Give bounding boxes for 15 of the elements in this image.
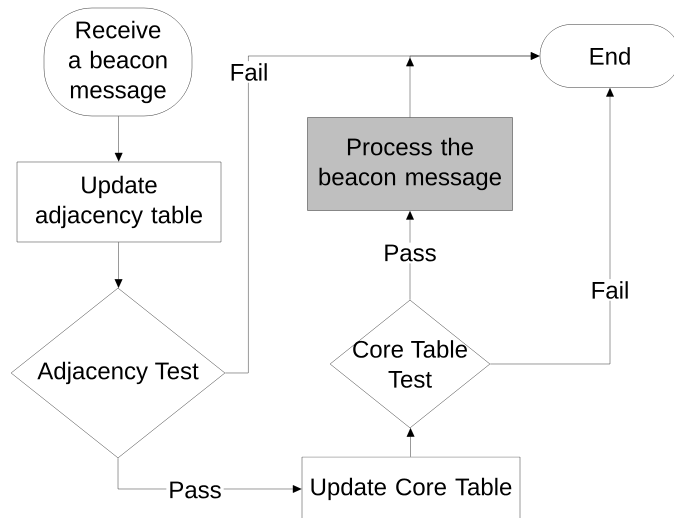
edge-label: Pass [166, 480, 224, 500]
arrow [490, 88, 614, 364]
edge-label: Fail [588, 279, 632, 301]
arrow [406, 428, 415, 457]
edge-label: Fail [228, 61, 270, 83]
start-terminal: Receive a beacon message [44, 8, 192, 116]
process-box: Process the beacon message [307, 117, 513, 211]
arrow [406, 210, 414, 300]
edge-label: Pass [381, 242, 439, 264]
process-box: Update Core Table [302, 456, 520, 518]
arrow [406, 52, 540, 118]
arrow [114, 242, 122, 288]
process-box: Update adjacency table [16, 162, 222, 242]
end-terminal: End [540, 24, 674, 88]
arrow [114, 116, 123, 162]
